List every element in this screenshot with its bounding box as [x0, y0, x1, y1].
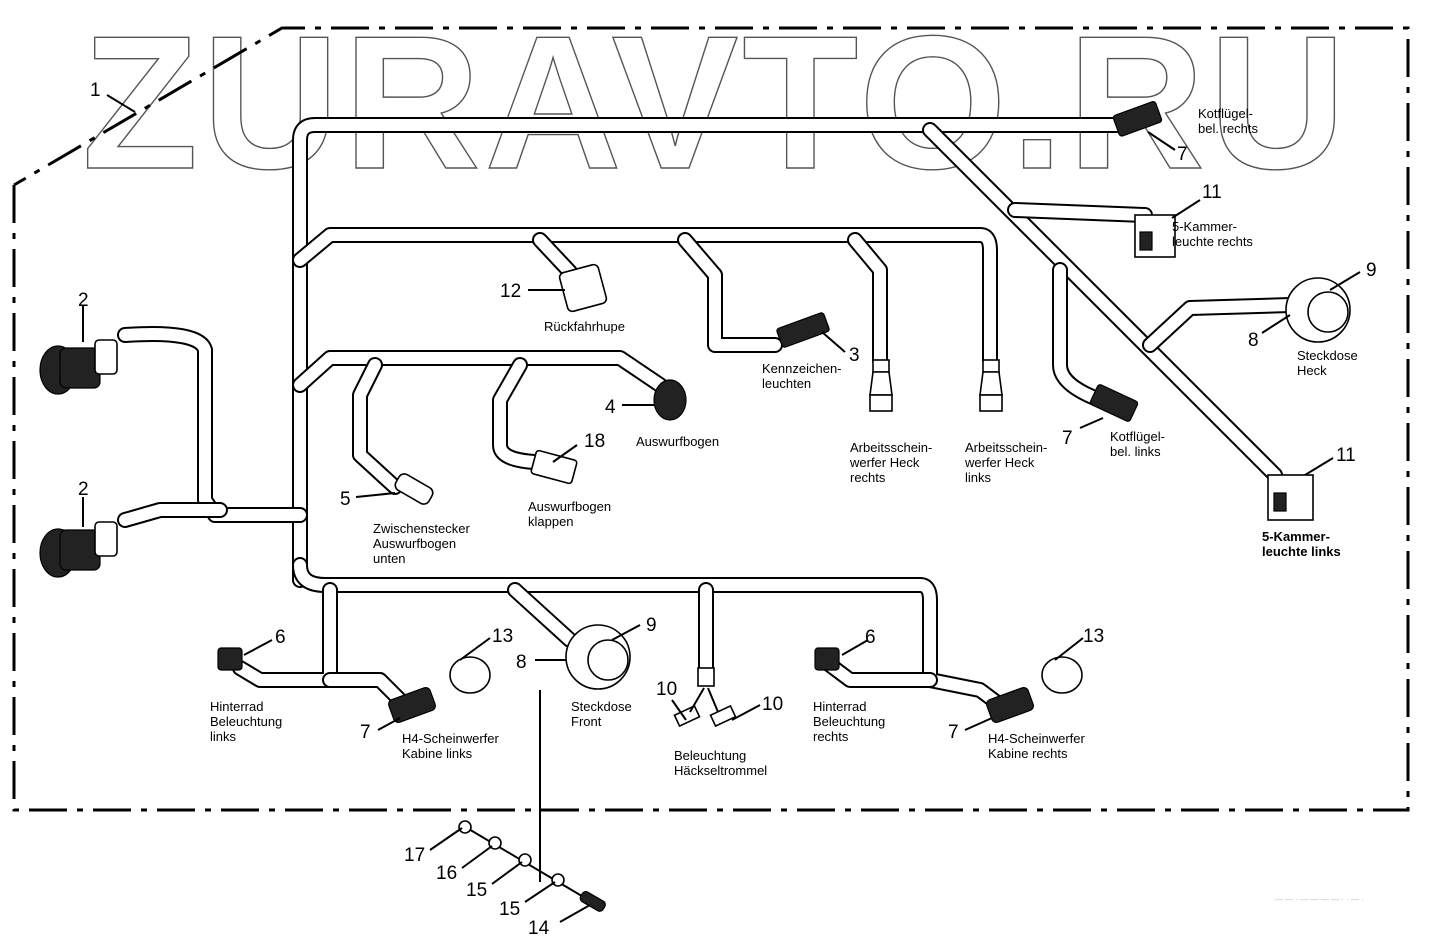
assembly-boundary [12, 26, 1410, 812]
callout-10-right: 10 [762, 694, 783, 715]
fastener-stack [458, 690, 606, 912]
callout-7-h4-rechts: 7 [948, 722, 959, 743]
part-labels: Kennzeichen-leuchten Auswurfbogen Zwisch… [210, 106, 1358, 778]
connector-arbeitsscheinwerfer-links [979, 359, 1003, 412]
callout-6-right: 6 [865, 627, 876, 648]
connector-5-kammer-links [1267, 474, 1314, 521]
connector-kotfluegel-rechts [1112, 101, 1163, 137]
label-kotfluegel-rechts: Kotflügel-bel. rechts [1198, 106, 1258, 136]
callout-9-heck: 9 [1366, 260, 1377, 281]
callout-6-left: 6 [275, 627, 286, 648]
callout-17: 17 [404, 845, 425, 866]
plug-h4-links [449, 656, 491, 694]
label-5-kammer-rechts: 5-Kammer-leuchte rechts [1172, 219, 1253, 249]
connector-h4-links [388, 687, 436, 723]
callout-numbers: 1 2 2 3 4 5 6 6 7 7 7 7 8 9 8 9 10 10 11… [78, 80, 1377, 939]
connector-zwischenstecker [394, 473, 434, 505]
connector-hinterrad-links [217, 647, 243, 671]
connector-h4-rechts [986, 687, 1034, 723]
callout-4: 4 [605, 397, 616, 418]
callout-1: 1 [90, 80, 101, 101]
callout-8-heck: 8 [1248, 330, 1259, 351]
callout-5: 5 [340, 489, 351, 510]
callout-18: 18 [584, 431, 605, 452]
label-kotfluegel-links: Kotflügel-bel. links [1110, 429, 1165, 459]
callout-9-front: 9 [646, 615, 657, 636]
socket-steckdose-heck [1285, 277, 1351, 343]
callout-13-right: 13 [1083, 626, 1104, 647]
callout-10-left: 10 [656, 679, 677, 700]
connector-5-kammer-rechts [1134, 214, 1176, 258]
callout-12: 12 [500, 281, 521, 302]
label-kennzeichenleuchten: Kennzeichen-leuchten [762, 361, 842, 391]
label-auswurfbogen: Auswurfbogen [636, 434, 719, 449]
connector-haeckseltrommel [673, 667, 737, 728]
connector-kotfluegel-links [1089, 384, 1139, 422]
label-rueckfahrhupe: Rückfahrhupe [544, 319, 625, 334]
callout-11-links: 11 [1336, 445, 1356, 466]
watermark: ZURAVTO.RU [82, 0, 1350, 209]
callout-2-upper: 2 [78, 290, 89, 311]
callout-13-left: 13 [492, 626, 513, 647]
connector-rueckfahrhupe [558, 263, 608, 313]
socket-steckdose-front [565, 624, 631, 690]
drawing-code: — — · — — — — · · — · [1275, 895, 1364, 904]
harness-cables [117, 117, 1298, 713]
connector-hinterrad-rechts [814, 647, 840, 671]
connector-kennzeichenleuchten [776, 312, 830, 348]
connector-arbeitsscheinwerfer-rechts [869, 359, 893, 412]
callout-11-rechts: 11 [1202, 182, 1222, 203]
round-plug-connector-upper [39, 339, 118, 395]
label-5-kammer-links: 5-Kammer-leuchte links [1262, 529, 1341, 559]
callout-7-kotfluegel-links: 7 [1062, 428, 1073, 449]
connector-auswurfbogen-klappen [530, 449, 578, 485]
round-plug-connector-lower [39, 521, 118, 578]
leader-lines [82, 94, 1361, 923]
callout-2-lower: 2 [78, 479, 89, 500]
plug-h4-rechts [1041, 656, 1083, 694]
connector-auswurfbogen [653, 379, 687, 421]
callout-7-kotfluegel-rechts: 7 [1177, 144, 1188, 165]
callout-15-lower: 15 [499, 899, 520, 920]
callout-7-h4-links: 7 [360, 722, 371, 743]
callout-8-front: 8 [516, 652, 527, 673]
callout-15-upper: 15 [466, 880, 487, 901]
callout-14: 14 [528, 918, 550, 939]
callout-16: 16 [436, 863, 457, 884]
callout-3: 3 [849, 345, 860, 366]
